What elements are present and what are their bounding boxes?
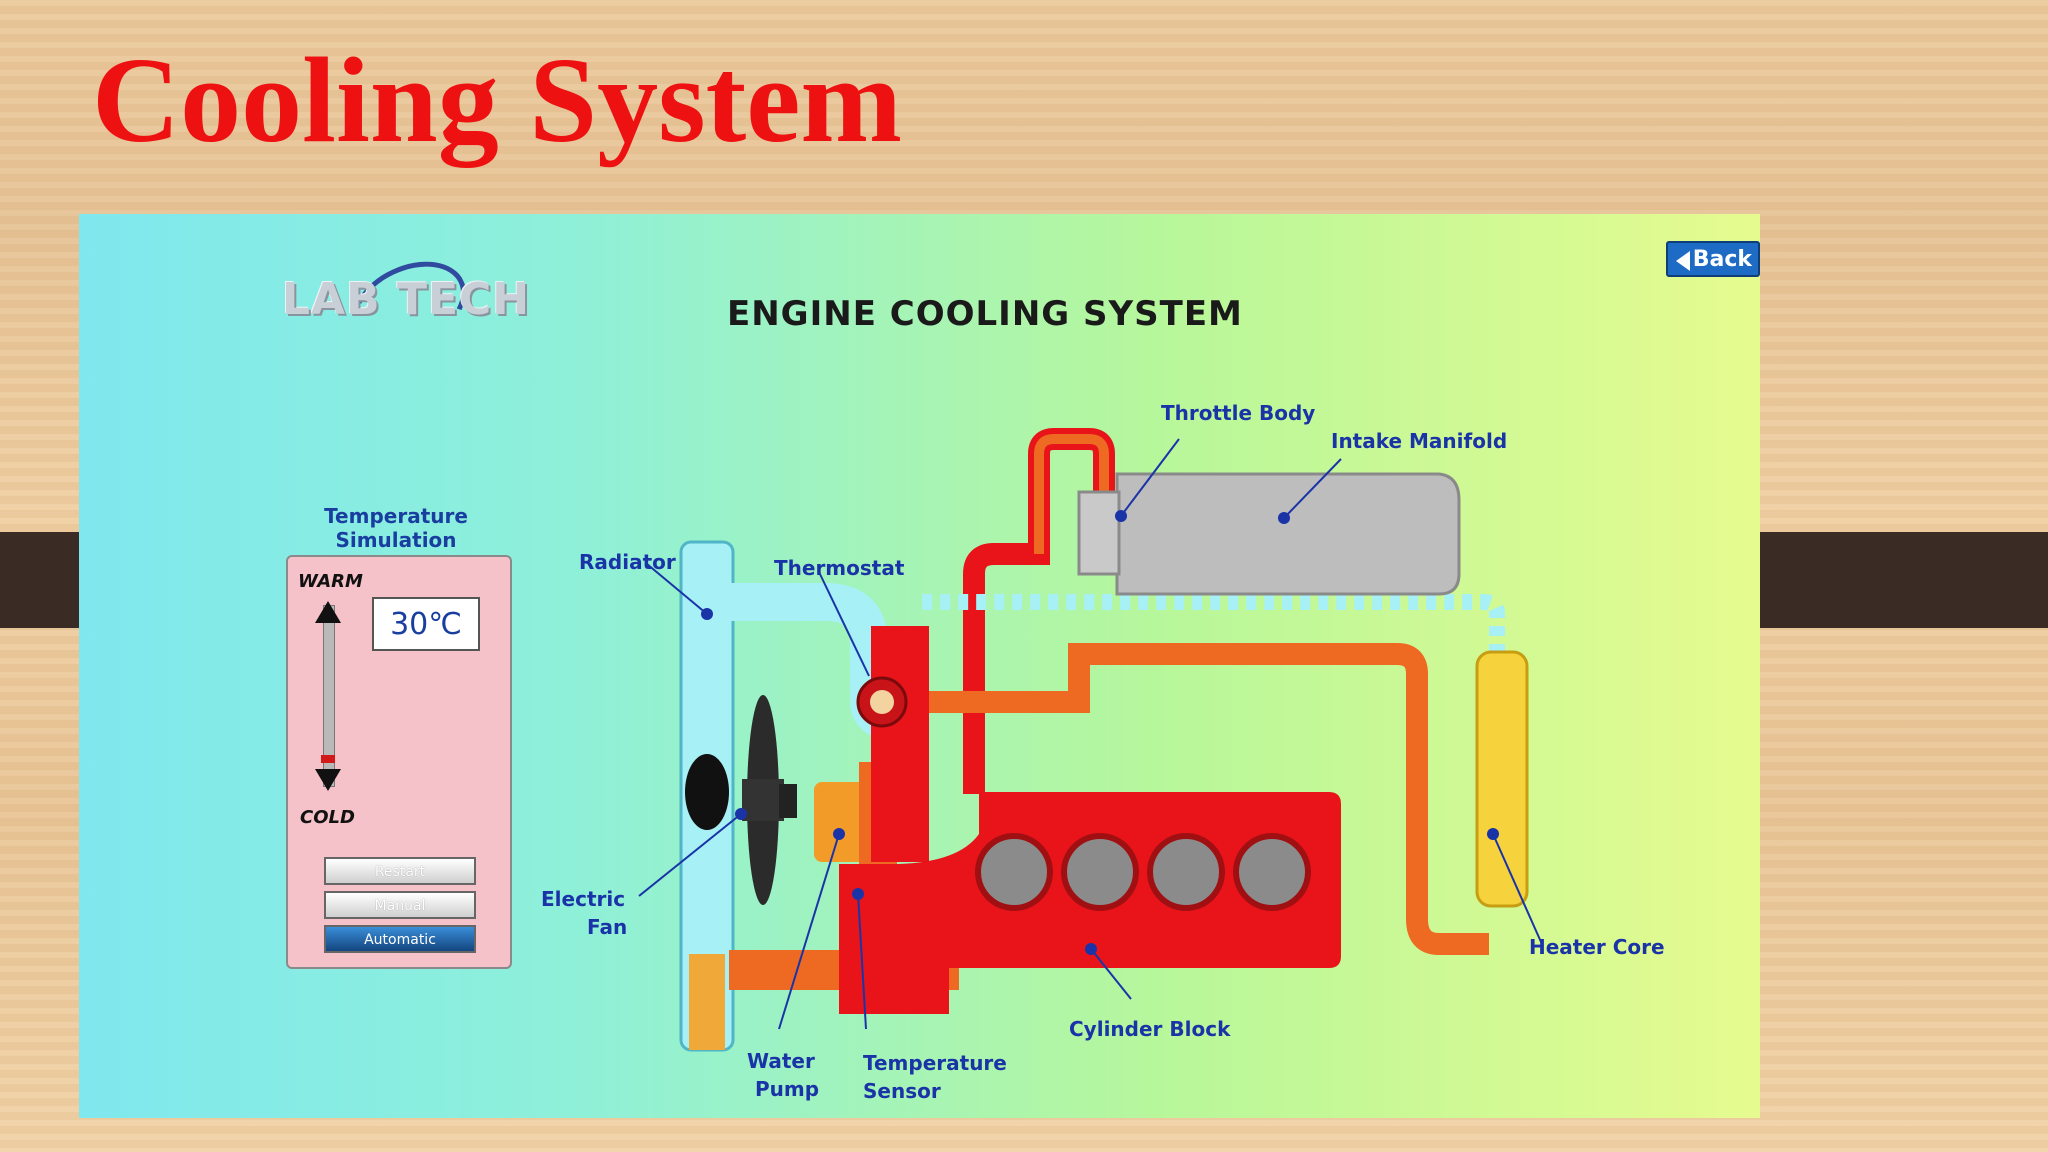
- screen-title: ENGINE COOLING SYSTEM: [727, 294, 1243, 334]
- cylinder: [1061, 833, 1139, 911]
- throttle-body: [1077, 490, 1121, 576]
- temperature-slider-thumb[interactable]: [321, 755, 335, 764]
- cold-label: COLD: [300, 807, 355, 828]
- cold-arrow-icon[interactable]: [315, 769, 341, 791]
- fan-motor: [779, 784, 797, 818]
- cylinder-block-label: Cylinder Block: [1069, 1017, 1231, 1041]
- temperature-simulation-label: Temperature Simulation: [286, 504, 506, 552]
- back-button[interactable]: Back: [1666, 241, 1760, 277]
- callout-lines: [638, 438, 1542, 1030]
- callout-dots: [701, 510, 1499, 955]
- restart-button[interactable]: Restart: [324, 857, 476, 885]
- heater-core: [1475, 650, 1529, 908]
- water-pump: [814, 782, 870, 862]
- electric-label: Electric: [541, 887, 625, 911]
- slide-title: Cooling System: [92, 33, 902, 168]
- engine-cooling-diagram: Radiator Thermostat Throttle Body Intake…: [541, 401, 1665, 1103]
- heater-core-label: Heater Core: [1529, 935, 1665, 959]
- automatic-button[interactable]: Automatic: [324, 925, 476, 953]
- heater-supply-hose: [929, 643, 1489, 955]
- heater-return-hose: [914, 594, 1505, 654]
- fan-label: Fan: [587, 915, 627, 939]
- manual-button[interactable]: Manual: [324, 891, 476, 919]
- temperature-readout: 30℃: [372, 597, 480, 651]
- thermostat-valve: [870, 690, 894, 714]
- fan-hub: [742, 779, 784, 821]
- sensor-label: Sensor: [863, 1079, 941, 1103]
- radiator-bottom-tank: [689, 954, 725, 1050]
- thermostat-housing: [871, 626, 929, 862]
- warm-label: WARM: [298, 571, 363, 592]
- throttle-hose-flow: [1034, 434, 1109, 554]
- pump-label: Pump: [755, 1077, 819, 1101]
- cylinder: [1233, 833, 1311, 911]
- cylinders: [975, 833, 1311, 911]
- water-label: Water: [747, 1049, 815, 1073]
- throttle-body-label: Throttle Body: [1161, 401, 1315, 425]
- labtech-logo: LAB TECH: [282, 274, 531, 325]
- radiator-label: Radiator: [579, 550, 676, 574]
- sim-label-line2: Simulation: [335, 528, 457, 552]
- sim-label-line1: Temperature: [324, 504, 468, 528]
- thermostat-label: Thermostat: [774, 556, 905, 580]
- simulation-screen: LAB TECH ENGINE COOLING SYSTEM Back Temp…: [79, 214, 1760, 1118]
- fan-shroud: [685, 754, 729, 830]
- temperature-label: Temperature: [863, 1051, 1007, 1075]
- back-button-label: Back: [1692, 246, 1752, 272]
- cylinder: [975, 833, 1053, 911]
- warm-arrow-icon[interactable]: [315, 601, 341, 623]
- intake-manifold-label: Intake Manifold: [1331, 429, 1507, 453]
- back-arrow-icon: [1676, 251, 1690, 271]
- intake-manifold: [1115, 472, 1461, 596]
- temperature-control-panel: WARM COLD 30℃ Restart Manual Automatic: [286, 555, 512, 969]
- cylinder: [1147, 833, 1225, 911]
